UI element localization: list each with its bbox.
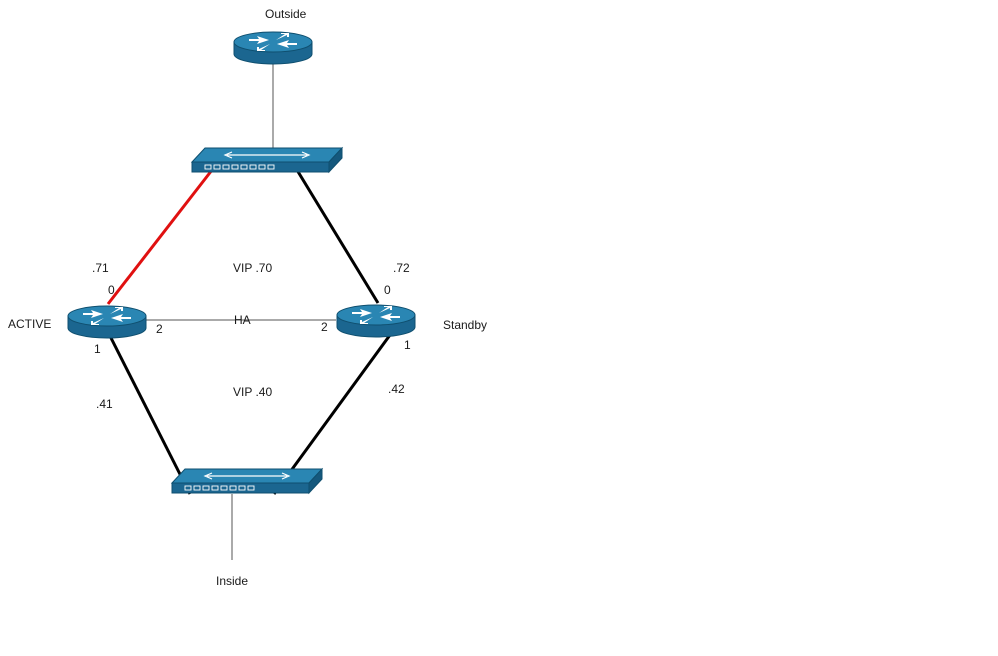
standby-port-0-label: 0 xyxy=(384,283,391,297)
standby-port-1-label: 1 xyxy=(404,338,411,352)
router-icon xyxy=(67,305,147,339)
link-active-to-bottom-switch xyxy=(106,331,192,495)
switch-icon xyxy=(171,468,323,494)
active-port-0-label: 0 xyxy=(108,283,115,297)
active-port-1-label: 1 xyxy=(94,342,101,356)
switch-icon xyxy=(191,147,343,173)
vip-bottom-label: VIP .40 xyxy=(233,385,272,399)
ip-41-label: .41 xyxy=(96,397,113,411)
ip-71-label: .71 xyxy=(92,261,109,275)
ha-label: HA xyxy=(234,313,251,327)
ip-72-label: .72 xyxy=(393,261,410,275)
standby-port-2-label: 2 xyxy=(321,320,328,334)
link-standby-to-bottom-switch xyxy=(272,334,392,495)
standby-label: Standby xyxy=(443,318,487,332)
inside-label: Inside xyxy=(216,574,248,588)
link-active-to-top-switch xyxy=(106,169,214,305)
outside-label: Outside xyxy=(265,7,307,21)
vip-top-label: VIP .70 xyxy=(233,261,272,275)
link-standby-to-top-switch xyxy=(295,169,380,304)
router-icon xyxy=(336,304,416,338)
active-port-2-label: 2 xyxy=(156,322,163,336)
active-label: ACTIVE xyxy=(8,317,51,331)
ip-42-label: .42 xyxy=(388,382,405,396)
router-icon xyxy=(233,31,313,65)
